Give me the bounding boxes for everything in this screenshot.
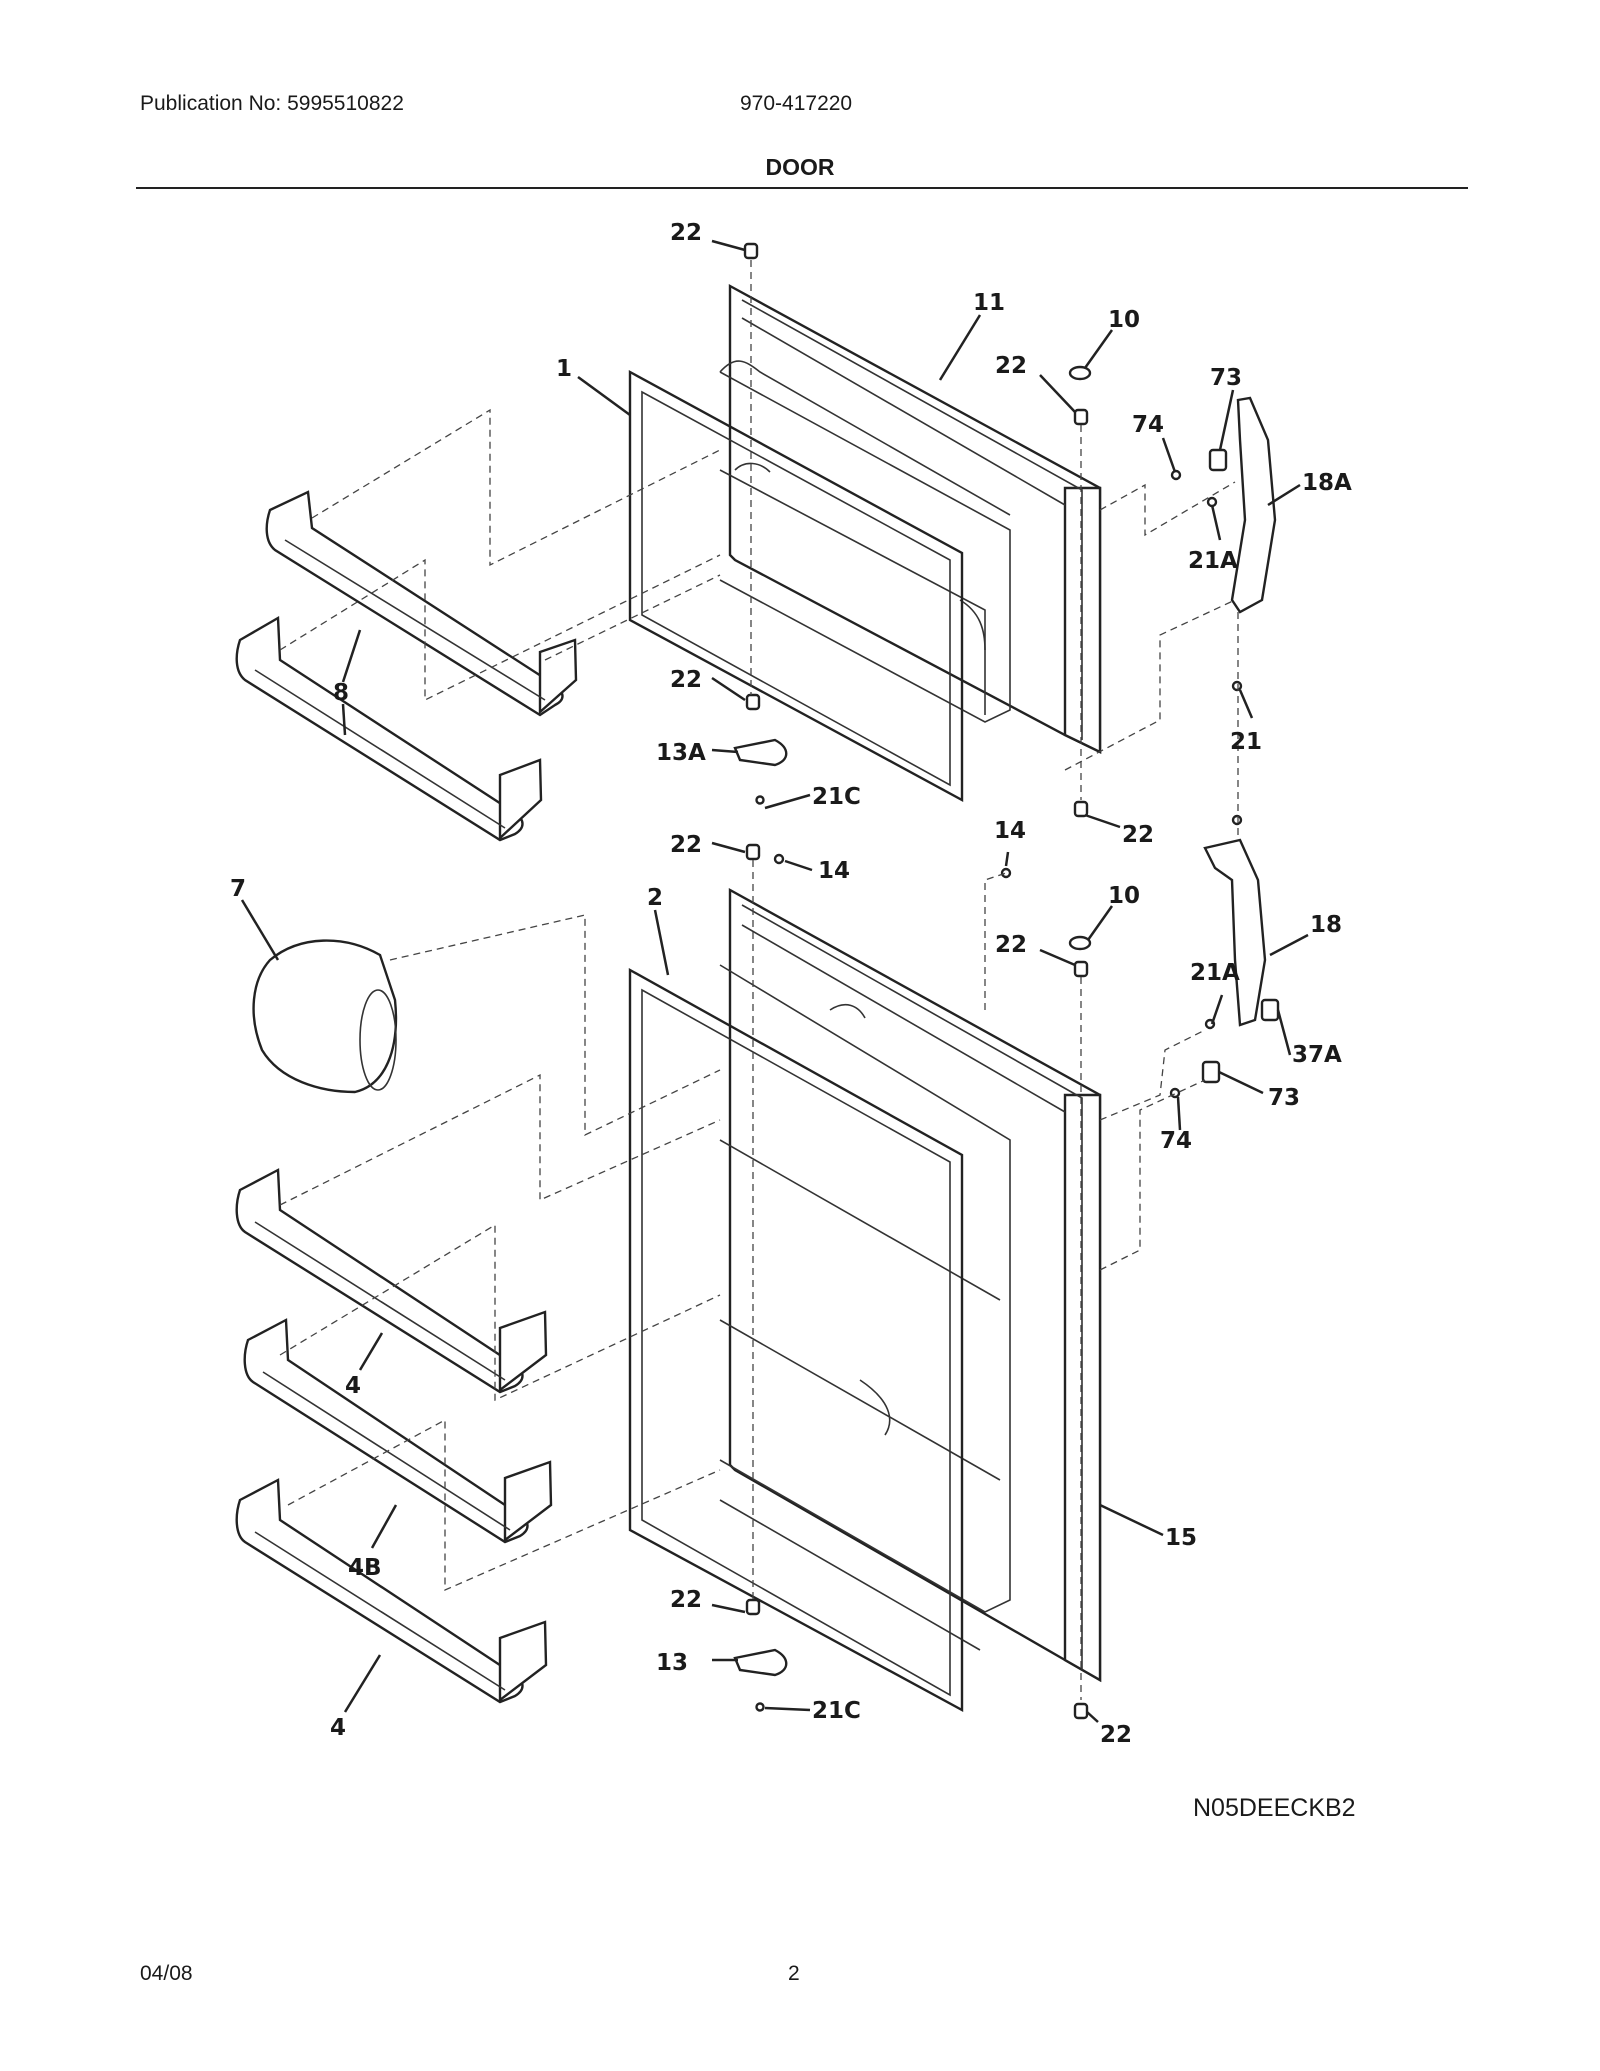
door-bin-4B (243, 1318, 553, 1544)
door-bin-4-upper (235, 1168, 548, 1394)
callout-37A: 37A (1292, 1042, 1342, 1068)
callout-7: 7 (230, 876, 246, 902)
dairy-cover-7 (252, 939, 398, 1094)
callout-22-mid-left: 22 (670, 667, 702, 693)
page-title: DOOR (765, 154, 835, 180)
fresh-food-door-panel (719, 887, 1102, 1683)
callout-4B: 4B (348, 1555, 382, 1581)
callout-11: 11 (973, 290, 1005, 316)
callout-leaders (240, 239, 1309, 1723)
callout-14-a: 14 (994, 818, 1026, 844)
callout-21: 21 (1230, 729, 1262, 755)
callout-22-hinge-bottom: 22 (995, 932, 1027, 958)
callout-21A-bottom: 21A (1190, 960, 1240, 986)
callout-22-bottom-right: 22 (1100, 1722, 1132, 1748)
publication-number: Publication No: 5995510822 (140, 92, 404, 115)
callout-21A-top: 21A (1188, 548, 1238, 574)
callout-22-bottom-left: 22 (670, 1587, 702, 1613)
callout-labels: 22 11 10 22 1 73 74 18A 21A 8 22 13A 21C… (230, 220, 1352, 1748)
freezer-door-panel (719, 283, 1102, 754)
callout-13: 13 (656, 1650, 688, 1676)
callout-18: 18 (1310, 912, 1342, 938)
lower-hinge-18 (1169, 838, 1280, 1099)
callout-18A: 18A (1302, 470, 1352, 496)
assembly-guide-lines (279, 260, 1239, 1700)
header-rule (136, 187, 1468, 189)
freezer-door-shelf-lower (235, 615, 543, 842)
callout-13A: 13A (656, 740, 706, 766)
callout-73-bottom: 73 (1268, 1085, 1300, 1111)
callout-21C-bottom: 21C (812, 1698, 861, 1724)
callout-10-bottom: 10 (1108, 883, 1140, 909)
hardware-screws (733, 242, 1243, 1720)
callout-74-bottom: 74 (1160, 1128, 1192, 1154)
door-bin-4-lower (235, 1478, 548, 1704)
callout-1: 1 (556, 356, 572, 382)
callout-74-top: 74 (1132, 412, 1164, 438)
callout-14-b: 14 (818, 858, 850, 884)
callout-21C-top: 21C (812, 784, 861, 810)
callout-22-top: 22 (670, 220, 702, 246)
callout-73-top: 73 (1210, 365, 1242, 391)
callout-22-mid-right: 22 (1122, 822, 1154, 848)
callout-15: 15 (1165, 1525, 1197, 1551)
footer-date: 04/08 (140, 1962, 193, 1985)
upper-hinge-18A (1170, 396, 1277, 614)
callout-2: 2 (647, 885, 663, 911)
drawing-code: N05DEECKB2 (1193, 1794, 1356, 1822)
callout-4-bottom: 4 (330, 1715, 346, 1741)
callout-22-lower-top: 22 (670, 832, 702, 858)
model-number: 970-417220 (740, 92, 853, 115)
fresh-food-door-gasket (628, 967, 964, 1713)
freezer-door-gasket (628, 369, 964, 803)
callout-22-hinge-top: 22 (995, 353, 1027, 379)
callout-8: 8 (333, 680, 349, 706)
page-number: 2 (788, 1962, 800, 1985)
callout-4-top: 4 (345, 1373, 361, 1399)
callout-10-top: 10 (1108, 307, 1140, 333)
